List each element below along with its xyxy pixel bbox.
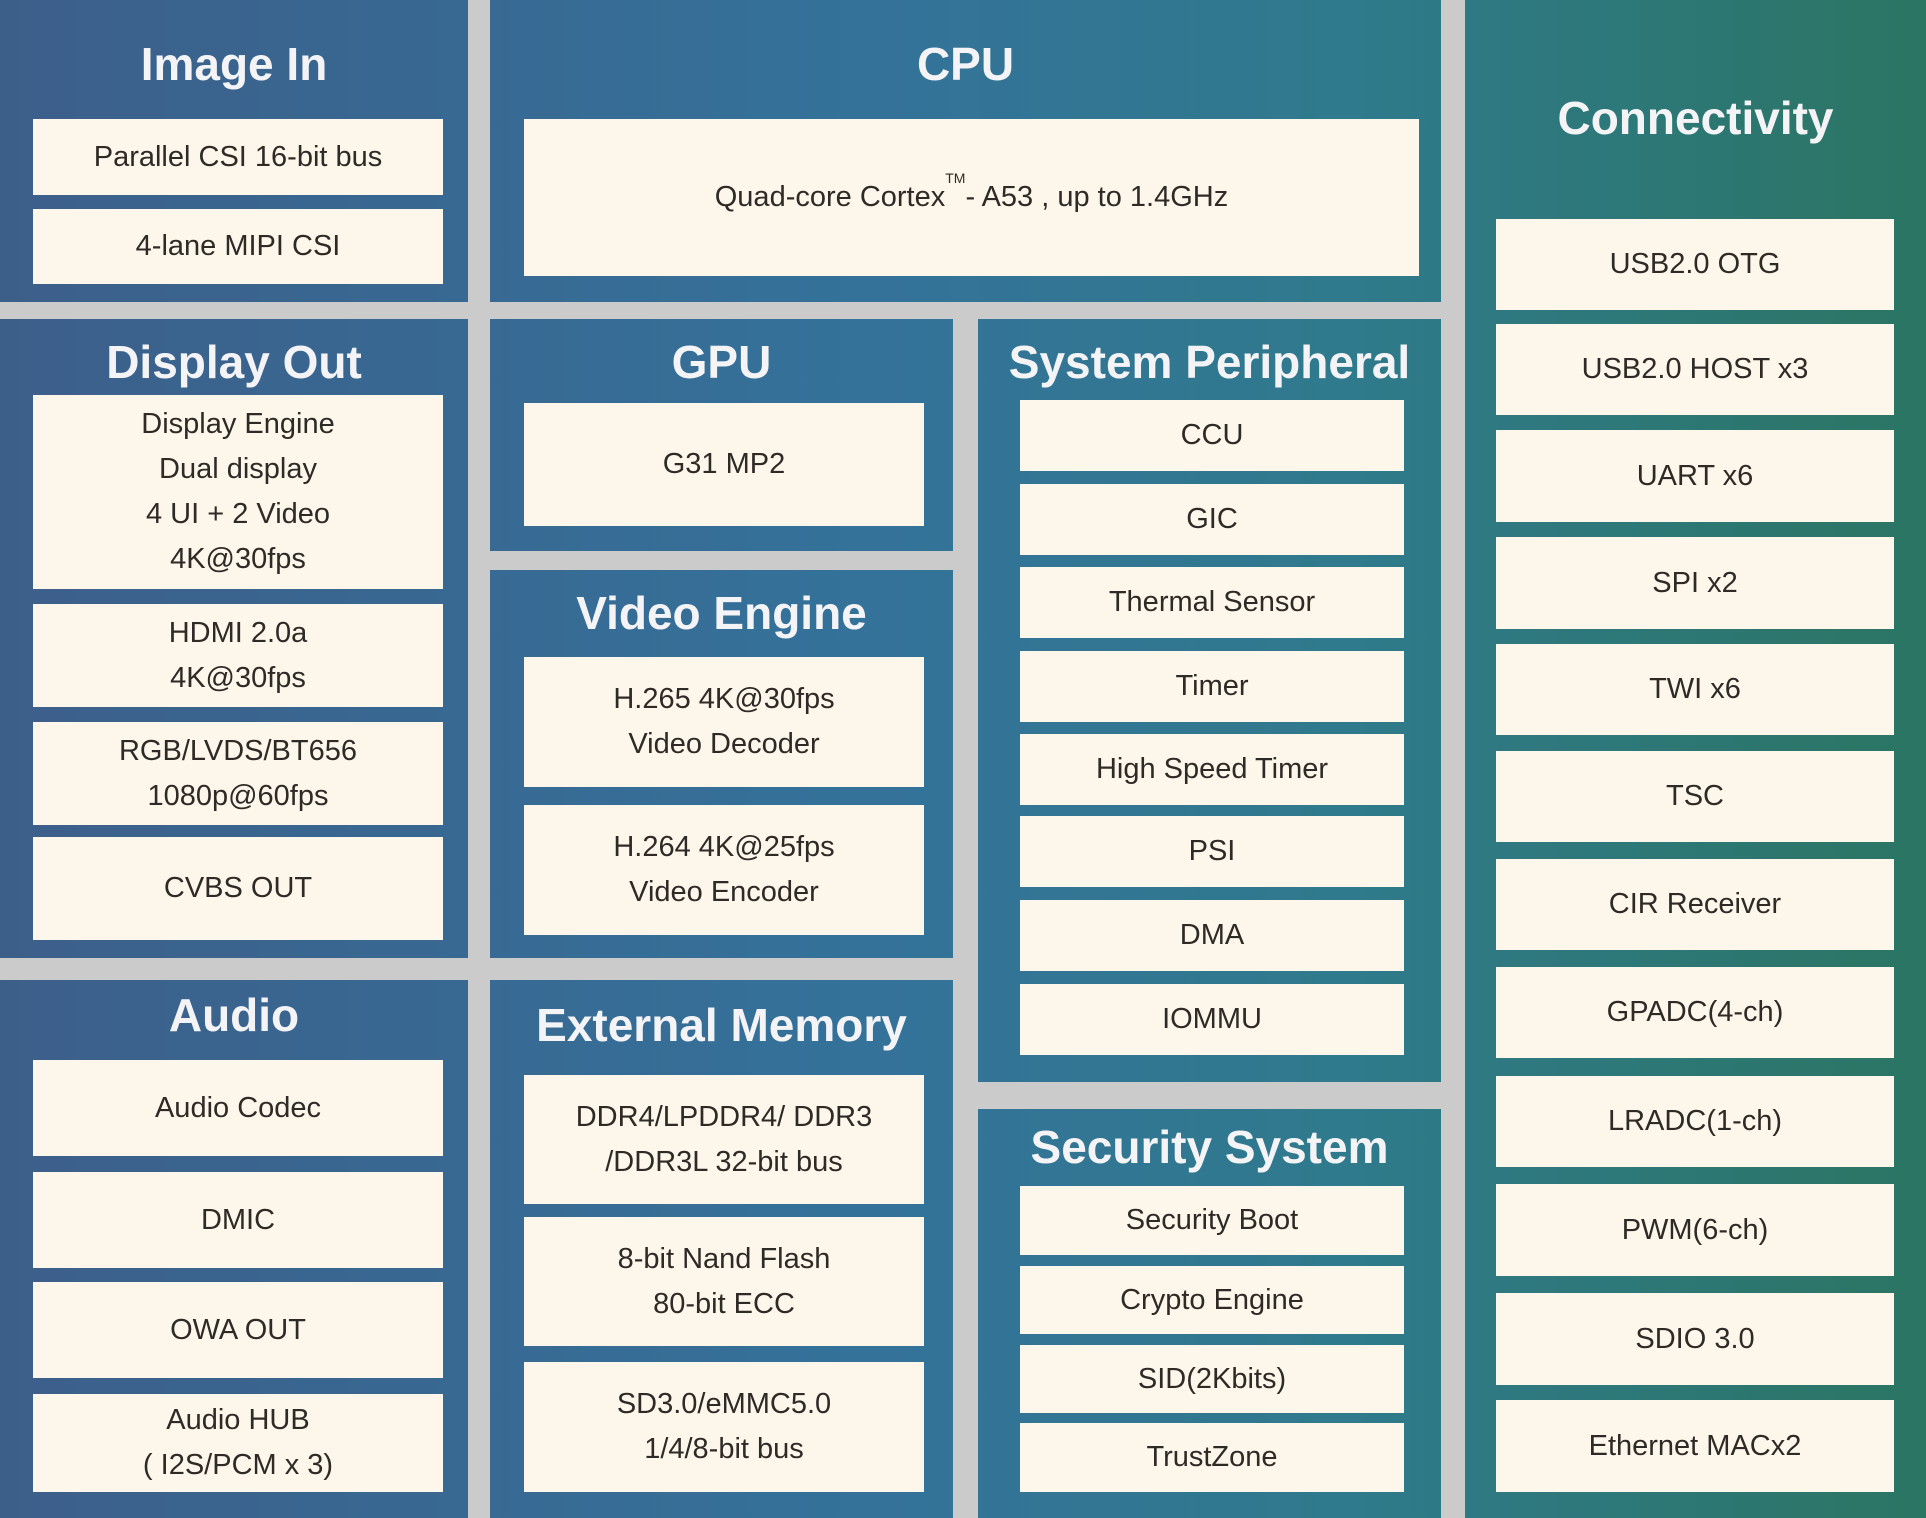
connectivity-title: Connectivity	[1557, 92, 1834, 144]
connectivity-item: PWM(6-ch)	[1496, 1184, 1894, 1276]
display-out-title: Display Out	[106, 336, 362, 388]
cpu-text-spec: - A53 , up to 1.4GHz	[965, 181, 1229, 214]
external-memory-item: DDR4/LPDDR4/ DDR3 /DDR3L 32-bit bus	[524, 1075, 924, 1204]
image-in-item: Parallel CSI 16-bit bus	[33, 119, 443, 195]
connectivity-item: Ethernet MACx2	[1496, 1400, 1894, 1492]
system-peripheral-item: PSI	[1020, 816, 1404, 887]
display-out-item: CVBS OUT	[33, 837, 443, 940]
cpu-title: CPU	[916, 38, 1015, 90]
connectivity-item: CIR Receiver	[1496, 859, 1894, 950]
trademark-sup: TM	[945, 170, 966, 187]
audio-item: OWA OUT	[33, 1282, 443, 1378]
connectivity-item: TSC	[1496, 751, 1894, 842]
cpu-core-text: Quad-core CortexTM- A53 , up to 1.4GHz	[714, 171, 1229, 220]
cpu-text-main: Quad-core Cortex	[714, 181, 946, 214]
security-system-item: SID(2Kbits)	[1020, 1345, 1404, 1413]
system-peripheral-item: GIC	[1020, 484, 1404, 555]
video-engine-item: H.265 4K@30fps Video Decoder	[524, 657, 924, 787]
security-system-title: Security System	[1030, 1121, 1389, 1173]
connectivity-item: USB2.0 OTG	[1496, 219, 1894, 310]
audio-item: DMIC	[33, 1172, 443, 1268]
cpu-core-box: Quad-core CortexTM- A53 , up to 1.4GHz	[524, 119, 1419, 276]
connectivity-item: UART x6	[1496, 430, 1894, 522]
system-peripheral-title: System Peripheral	[1008, 336, 1411, 388]
image-in-item: 4-lane MIPI CSI	[33, 209, 443, 284]
audio-title: Audio	[168, 989, 300, 1041]
security-system-item: Crypto Engine	[1020, 1266, 1404, 1334]
audio-item: Audio Codec	[33, 1060, 443, 1156]
display-out-item: RGB/LVDS/BT656 1080p@60fps	[33, 722, 443, 825]
external-memory-item: SD3.0/eMMC5.0 1/4/8-bit bus	[524, 1362, 924, 1492]
security-system-item: Security Boot	[1020, 1186, 1404, 1255]
external-memory-title: External Memory	[536, 999, 907, 1051]
video-engine-title: Video Engine	[576, 587, 867, 639]
audio-item: Audio HUB ( I2S/PCM x 3)	[33, 1394, 443, 1492]
display-out-item: Display Engine Dual display 4 UI + 2 Vid…	[33, 395, 443, 589]
system-peripheral-item: Timer	[1020, 651, 1404, 722]
system-peripheral-item: DMA	[1020, 900, 1404, 971]
system-peripheral-item: CCU	[1020, 400, 1404, 471]
connectivity-item: GPADC(4-ch)	[1496, 967, 1894, 1058]
connectivity-item: USB2.0 HOST x3	[1496, 324, 1894, 415]
gpu-title: GPU	[671, 336, 772, 388]
connectivity-item: SDIO 3.0	[1496, 1293, 1894, 1385]
display-out-item: HDMI 2.0a 4K@30fps	[33, 604, 443, 707]
system-peripheral-item: IOMMU	[1020, 984, 1404, 1055]
gpu-item: G31 MP2	[524, 403, 924, 526]
security-system-item: TrustZone	[1020, 1423, 1404, 1492]
gpu-panel: GPU G31 MP2	[490, 319, 953, 551]
external-memory-item: 8-bit Nand Flash 80-bit ECC	[524, 1217, 924, 1346]
connectivity-item: SPI x2	[1496, 537, 1894, 629]
image-in-title: Image In	[140, 38, 328, 90]
system-peripheral-item: High Speed Timer	[1020, 734, 1404, 805]
video-engine-item: H.264 4K@25fps Video Encoder	[524, 805, 924, 935]
cpu-panel: CPU Quad-core CortexTM- A53 , up to 1.4GH…	[490, 0, 1441, 302]
system-peripheral-item: Thermal Sensor	[1020, 567, 1404, 638]
connectivity-item: LRADC(1-ch)	[1496, 1076, 1894, 1167]
connectivity-item: TWI x6	[1496, 644, 1894, 735]
image-in-panel: Image In Parallel CSI 16-bit bus 4-lane MI…	[0, 0, 468, 302]
